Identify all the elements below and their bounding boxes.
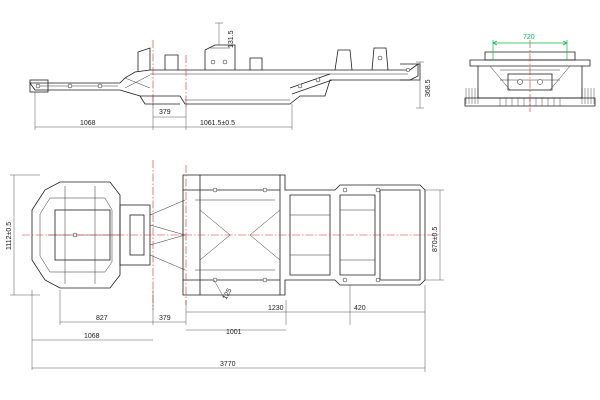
span-1001-label: 1001 xyxy=(226,329,242,336)
end-view: 720 xyxy=(464,34,596,112)
plan-view: 125 1112±0.5 870±0.5 827 379 1230 420 10… xyxy=(6,160,444,372)
right-height-label: 870±0.5 xyxy=(432,227,439,252)
left-height-label: 1112±0.5 xyxy=(6,222,13,250)
tow-offset-label: 379 xyxy=(159,109,171,116)
overhang-1068-label: 1068 xyxy=(84,333,100,340)
span-1230-label: 1230 xyxy=(268,305,284,312)
angle-label: 125 xyxy=(222,287,234,301)
side-view: 131.5 368.5 1068 379 1061.5±0.5 xyxy=(29,22,432,130)
wheelbase-front-label: 1061.5±0.5 xyxy=(200,120,235,127)
height-top-label: 131.5 xyxy=(228,30,235,48)
overall-length-label: 3770 xyxy=(220,361,236,368)
span-420-label: 420 xyxy=(354,305,366,312)
offset-379-label: 379 xyxy=(159,315,171,322)
height-total-label: 368.5 xyxy=(425,79,432,97)
front-overhang-label: 1068 xyxy=(80,120,96,127)
track-width-label: 720 xyxy=(523,34,535,41)
front-width-label: 827 xyxy=(96,315,108,322)
